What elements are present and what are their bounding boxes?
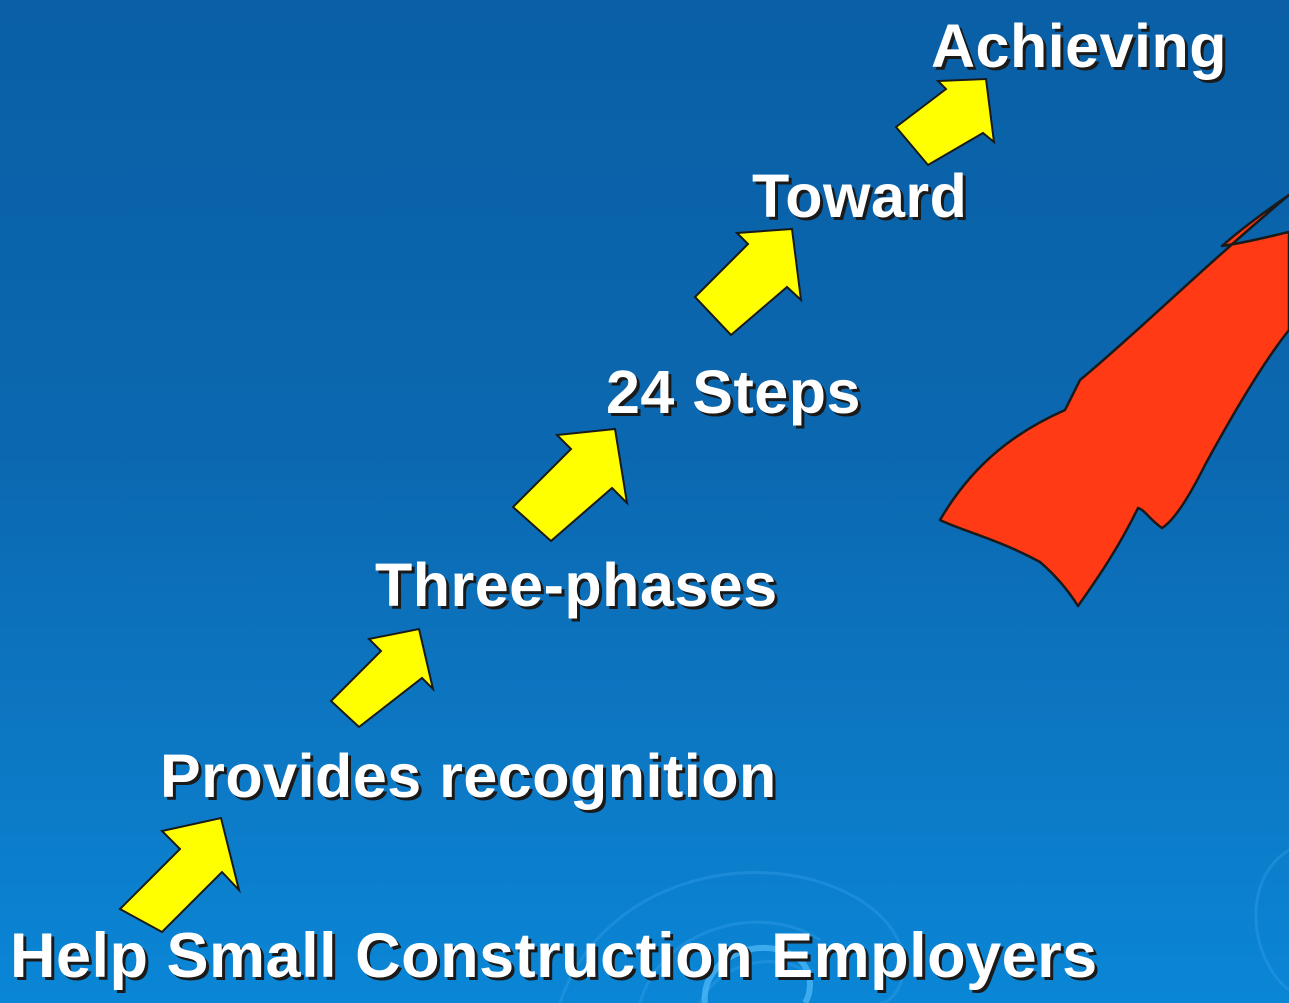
step-text-provides-recognition: Provides recognition bbox=[160, 742, 777, 810]
arrow-up-right-icon bbox=[329, 627, 435, 729]
step-text-toward: Toward bbox=[752, 162, 968, 230]
arrow-up-right-icon bbox=[693, 227, 803, 337]
step-text-three-phases: Three-phases bbox=[375, 551, 778, 619]
step-text-achieving: Achieving bbox=[931, 12, 1228, 80]
arrow-up-right-icon bbox=[894, 77, 996, 167]
step-text-help-small-construction-employers: Help Small Construction Employers bbox=[10, 921, 1098, 991]
arrow-up-right-icon bbox=[511, 427, 629, 543]
step-text-24-steps: 24 Steps bbox=[606, 358, 861, 426]
arrow-up-right-icon bbox=[118, 816, 241, 934]
